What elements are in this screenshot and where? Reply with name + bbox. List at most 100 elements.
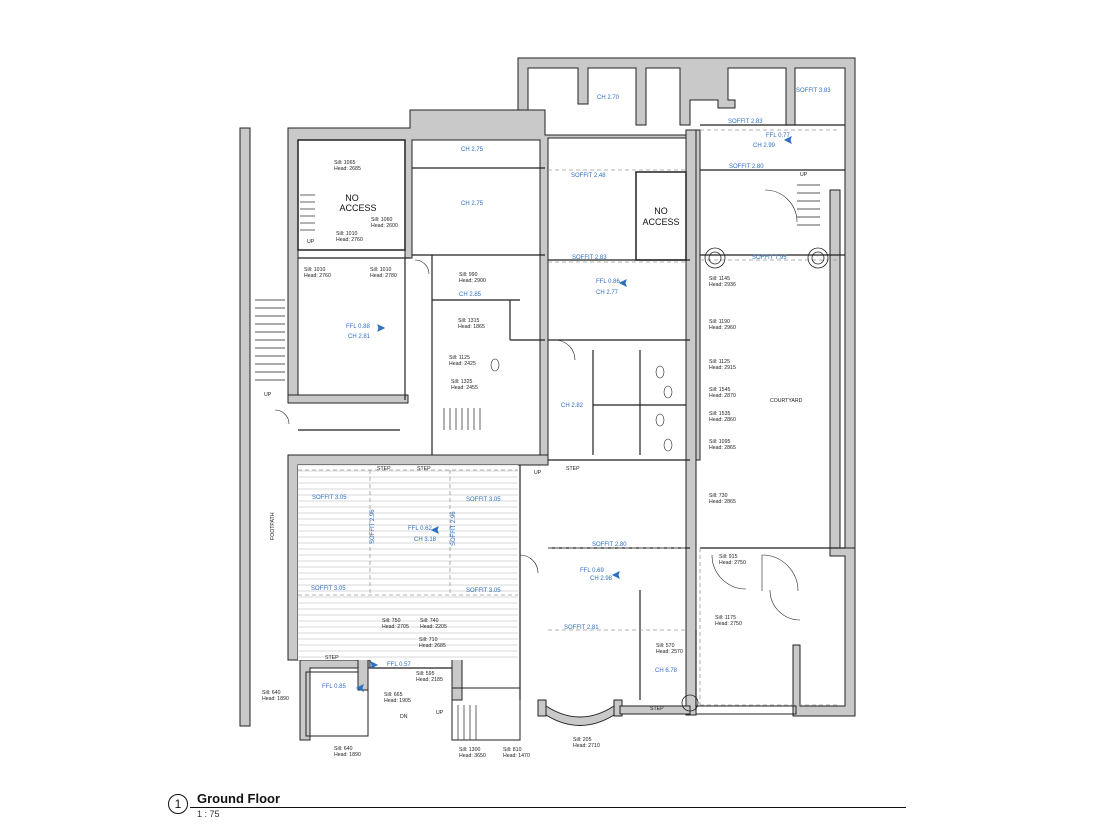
window-sill: Sill: 730 bbox=[709, 493, 728, 499]
soffit-label: SOFFIT 3.05 bbox=[466, 588, 501, 594]
window-sill: Sill: 640 bbox=[262, 690, 281, 696]
no-access-rooms bbox=[297, 139, 687, 261]
window-sill: Sill: 665 bbox=[384, 692, 403, 698]
ch-label: CH 2.81 bbox=[348, 334, 371, 340]
ch-label: CH 2.75 bbox=[461, 201, 484, 207]
step-label: STEP bbox=[325, 655, 339, 661]
window-head: Head: 2455 bbox=[451, 385, 478, 391]
dn-label: DN bbox=[400, 714, 408, 720]
soffit-label: SOFFIT 2.96 bbox=[451, 511, 457, 546]
ch-label: CH 2.85 bbox=[459, 292, 482, 298]
stair-center bbox=[443, 408, 481, 430]
step-label: STEP bbox=[417, 466, 431, 472]
up-label: UP bbox=[534, 470, 542, 476]
ch-label: CH 3.18 bbox=[414, 537, 437, 543]
window-sill: Sill: 1010 bbox=[370, 267, 391, 273]
window-sill: Sill: 205 bbox=[573, 737, 592, 743]
window-head: Head: 2760 bbox=[336, 237, 363, 243]
window-sill: Sill: 1065 bbox=[334, 160, 355, 166]
window-sill: Sill: 1060 bbox=[371, 217, 392, 223]
columns bbox=[681, 247, 829, 712]
window-sill: Sill: 990 bbox=[459, 272, 478, 278]
window-head: Head: 1890 bbox=[262, 696, 289, 702]
window-head: Head: 3650 bbox=[459, 753, 486, 759]
ffl-label: FFL 0.88 bbox=[346, 324, 370, 330]
drawing-number: 1 bbox=[168, 794, 188, 814]
drawing-title: Ground Floor bbox=[197, 791, 281, 806]
window-sill: Sill: 710 bbox=[419, 637, 438, 643]
window-tags: Sill: 1065 Head: 2685 Sill: 1060 Head: 2… bbox=[262, 160, 746, 759]
stair-right bbox=[797, 184, 820, 226]
no-access-left-line2: ACCESS bbox=[339, 203, 376, 213]
soffit-label: SOFFIT 2.80 bbox=[729, 164, 764, 170]
black-labels: UP UP UP UP UP DN STEP STEP STEP STEP ST… bbox=[264, 172, 808, 720]
soffit-label: SOFFIT 2.81 bbox=[564, 625, 599, 631]
window-head: Head: 2936 bbox=[709, 282, 736, 288]
up-label: UP bbox=[264, 392, 272, 398]
window-sill: Sill: 1300 bbox=[459, 747, 480, 753]
soffit-label: SOFFIT 2.96 bbox=[370, 509, 376, 544]
ffl-label: FFL 0.86 bbox=[596, 279, 620, 285]
stair-bottom bbox=[457, 705, 477, 740]
window-sill: Sill: 1010 bbox=[336, 231, 357, 237]
window-head: Head: 2685 bbox=[419, 643, 446, 649]
soffit-label: SOFFIT 3.05 bbox=[466, 497, 501, 503]
window-sill: Sill: 1095 bbox=[709, 439, 730, 445]
drawing-title-block: 1 Ground Floor 1 : 75 bbox=[168, 790, 908, 830]
hatched-hall-dashes bbox=[298, 129, 840, 706]
window-head: Head: 2710 bbox=[573, 743, 600, 749]
stair-left-top bbox=[300, 194, 315, 231]
window-head: Head: 2870 bbox=[709, 393, 736, 399]
up-label: UP bbox=[436, 710, 444, 716]
window-sill: Sill: 570 bbox=[656, 643, 675, 649]
window-head: Head: 1905 bbox=[384, 698, 411, 704]
soffit-label: SOFFIT 3.05 bbox=[311, 586, 346, 592]
window-head: Head: 2915 bbox=[709, 365, 736, 371]
window-sill: Sill: 1535 bbox=[709, 411, 730, 417]
ch-label: CH 2.75 bbox=[461, 147, 484, 153]
door-swings bbox=[274, 189, 801, 621]
footpath-label: FOOTPATH bbox=[270, 512, 276, 540]
courtyard-label: COURTYARD bbox=[770, 398, 803, 404]
window-head: Head: 2425 bbox=[449, 361, 476, 367]
ch-label: CH 2.70 bbox=[597, 95, 620, 101]
stair-footpath bbox=[255, 299, 285, 381]
soffit-label: SOFFIT 2.48 bbox=[571, 173, 606, 179]
window-sill: Sill: 1315 bbox=[458, 318, 479, 324]
no-access-left-line1: NO bbox=[345, 193, 359, 203]
stairs bbox=[255, 184, 820, 740]
window-sill: Sill: 595 bbox=[416, 671, 435, 677]
ch-label: CH 2.98 bbox=[590, 576, 613, 582]
window-head: Head: 2570 bbox=[656, 649, 683, 655]
soffit-label: SOFFIT 2.83 bbox=[728, 119, 763, 125]
soffit-label: SOFFIT 3.83 bbox=[796, 88, 831, 94]
ch-label: CH 2.77 bbox=[596, 290, 619, 296]
ch-label: CH 6.78 bbox=[655, 668, 678, 674]
soffit-label: SOFFIT 2.80 bbox=[592, 542, 627, 548]
title-underline bbox=[190, 807, 906, 808]
window-head: Head: 1470 bbox=[503, 753, 530, 759]
window-head: Head: 2750 bbox=[719, 560, 746, 566]
window-head: Head: 2780 bbox=[370, 273, 397, 279]
window-head: Head: 2900 bbox=[459, 278, 486, 284]
window-head: Head: 2705 bbox=[382, 624, 409, 630]
ch-label: CH 2.82 bbox=[561, 403, 584, 409]
level-arrows bbox=[355, 136, 792, 692]
window-head: Head: 2960 bbox=[709, 325, 736, 331]
window-sill: Sill: 1145 bbox=[709, 276, 730, 282]
step-label: STEP bbox=[566, 466, 580, 472]
step-label: STEP bbox=[377, 466, 391, 472]
ffl-label: FFL 0.77 bbox=[766, 133, 790, 139]
ffl-label: FFL 0.62 bbox=[408, 526, 432, 532]
no-access-right-line2: ACCESS bbox=[642, 217, 679, 227]
blue-annotations: CH 2.70 CH 2.75 CH 2.75 CH 2.85 CH 2.82 … bbox=[311, 88, 831, 690]
window-sill: Sill: 915 bbox=[719, 554, 738, 560]
window-head: Head: 2185 bbox=[416, 677, 443, 683]
soffit-label: SOFFIT 2.83 bbox=[572, 255, 607, 261]
window-sill: Sill: 640 bbox=[334, 746, 353, 752]
window-sill: Sill: 1125 bbox=[449, 355, 470, 361]
soffit-label: SOFFIT 3.05 bbox=[312, 495, 347, 501]
window-sill: Sill: 750 bbox=[382, 618, 401, 624]
ffl-label: FFL 0.69 bbox=[580, 568, 604, 574]
